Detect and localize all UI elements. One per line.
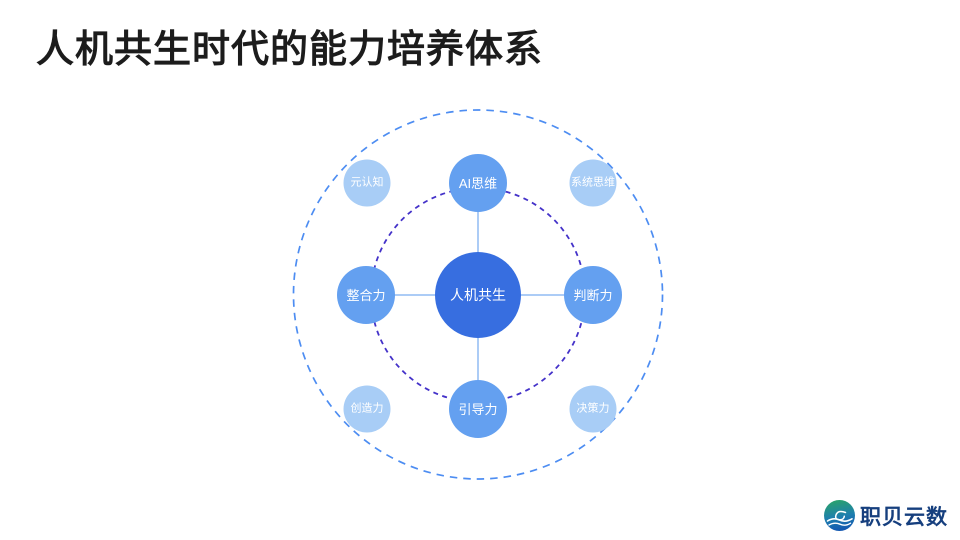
node-guidance: 引导力 bbox=[449, 380, 507, 438]
node-label: 引导力 bbox=[458, 401, 498, 417]
node-systems-thinking: 系统思维 bbox=[569, 159, 617, 207]
brand-logo-icon bbox=[824, 500, 855, 531]
node-judgment: 判断力 bbox=[564, 266, 622, 324]
node-label: 整合力 bbox=[346, 287, 386, 303]
capability-diagram: 元认知 系统思维 创造力 决策力 AI思维 判断力 引导力 整合力 人机共生 bbox=[292, 108, 664, 480]
node-ai-thinking: AI思维 bbox=[449, 154, 507, 212]
node-human-machine-symbiosis: 人机共生 bbox=[435, 252, 521, 338]
node-decision-making: 决策力 bbox=[569, 385, 617, 433]
brand-logo: 职贝云数 bbox=[824, 500, 948, 531]
node-integration: 整合力 bbox=[337, 266, 395, 324]
node-label: 决策力 bbox=[576, 402, 610, 415]
brand-logo-text: 职贝云数 bbox=[860, 505, 948, 529]
outer-dashed-ring bbox=[292, 109, 664, 480]
node-label: 系统思维 bbox=[571, 176, 615, 189]
node-label: 判断力 bbox=[573, 287, 613, 303]
page-title: 人机共生时代的能力培养体系 bbox=[36, 29, 544, 71]
node-label: 创造力 bbox=[350, 402, 384, 415]
node-label: 人机共生 bbox=[450, 287, 506, 303]
node-creativity: 创造力 bbox=[343, 385, 391, 433]
node-label: AI思维 bbox=[458, 175, 498, 191]
node-label: 元认知 bbox=[350, 176, 384, 189]
node-metacognition: 元认知 bbox=[343, 159, 391, 207]
